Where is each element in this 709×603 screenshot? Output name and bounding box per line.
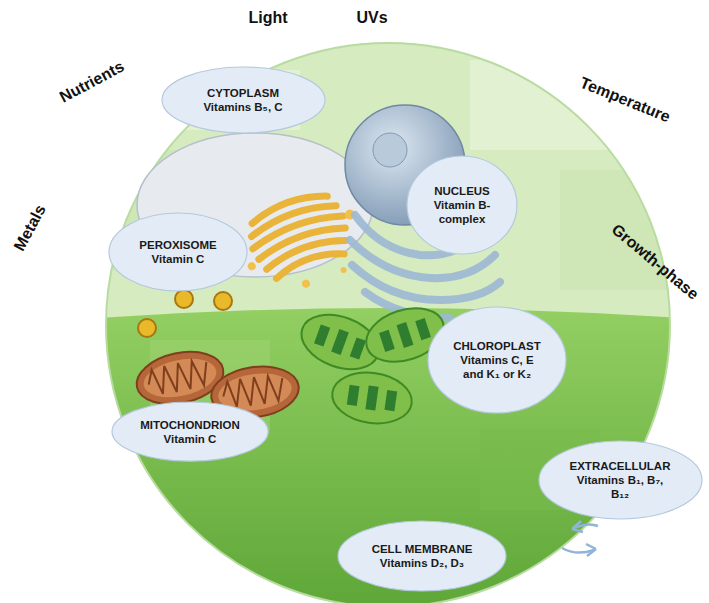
environment-factor: Nutrients: [57, 58, 127, 107]
vitamin-list: Vitamin C: [135, 432, 245, 446]
vitamin-list: Vitamin C: [128, 252, 228, 266]
vitamin-list: Vitamins C, E and K₁ or K₂: [449, 353, 545, 381]
organelle-ellipse: NUCLEUSVitamin B-complex: [406, 155, 518, 255]
environment-factor: Light: [248, 9, 287, 27]
organelle-ellipse: CELL MEMBRANEVitamins D₂, D₃: [337, 520, 507, 592]
environment-factor: UVs: [356, 9, 387, 27]
organelle-ellipse: EXTRACELLULARVitamins B₁, B₇, B₁₂: [538, 440, 703, 520]
organelle-name: NUCLEUS: [424, 184, 500, 198]
organelle-name: CHLOROPLAST: [449, 339, 545, 353]
organelle-ellipse: CYTOPLASMVitamins B₅, C: [161, 66, 326, 134]
ellipse-outline: [161, 66, 326, 134]
peroxisomes: [138, 290, 232, 337]
environment-factor: Temperature: [577, 74, 673, 127]
organelle-name: EXTRACELLULAR: [568, 459, 672, 473]
chloroplasts: [294, 299, 451, 428]
ellipse-outline: [111, 401, 269, 462]
organelle-name: CYTOPLASM: [183, 86, 303, 100]
ellipse-text: PEROXISOMEVitamin C: [128, 238, 228, 266]
ellipse-text: CHLOROPLASTVitamins C, E and K₁ or K₂: [449, 339, 545, 381]
organelle-name: MITOCHONDRION: [135, 418, 245, 432]
nucleolus: [373, 133, 407, 167]
vitamin-list: Vitamins B₁, B₇, B₁₂: [568, 473, 672, 501]
exchange-arrows: [562, 521, 598, 556]
ellipse-outline: [337, 520, 507, 592]
ellipse-text: MITOCHONDRIONVitamin C: [135, 418, 245, 446]
environment-factor: Metals: [10, 202, 49, 254]
ellipse-text: NUCLEUSVitamin B-complex: [424, 184, 500, 226]
ellipse-text: EXTRACELLULARVitamins B₁, B₇, B₁₂: [568, 459, 672, 501]
cell-outline: [106, 43, 670, 603]
organelle-name: CELL MEMBRANE: [362, 542, 482, 556]
ellipse-text: CYTOPLASMVitamins B₅, C: [183, 86, 303, 114]
vitamin-list: Vitamins B₅, C: [183, 100, 303, 114]
organelle-ellipse: MITOCHONDRIONVitamin C: [111, 401, 269, 462]
ellipse-outline: [108, 212, 248, 292]
organelle-ellipse: CHLOROPLASTVitamins C, E and K₁ or K₂: [427, 306, 567, 414]
vitamin-list: Vitamin B-complex: [424, 198, 500, 226]
vitamin-list: Vitamins D₂, D₃: [362, 556, 482, 570]
organelle-ellipse: PEROXISOMEVitamin C: [108, 212, 248, 292]
ellipse-text: CELL MEMBRANEVitamins D₂, D₃: [362, 542, 482, 570]
cell-body: [100, 40, 680, 603]
organelle-name: PEROXISOME: [128, 238, 228, 252]
environment-factor: Growth-phase: [608, 221, 702, 304]
